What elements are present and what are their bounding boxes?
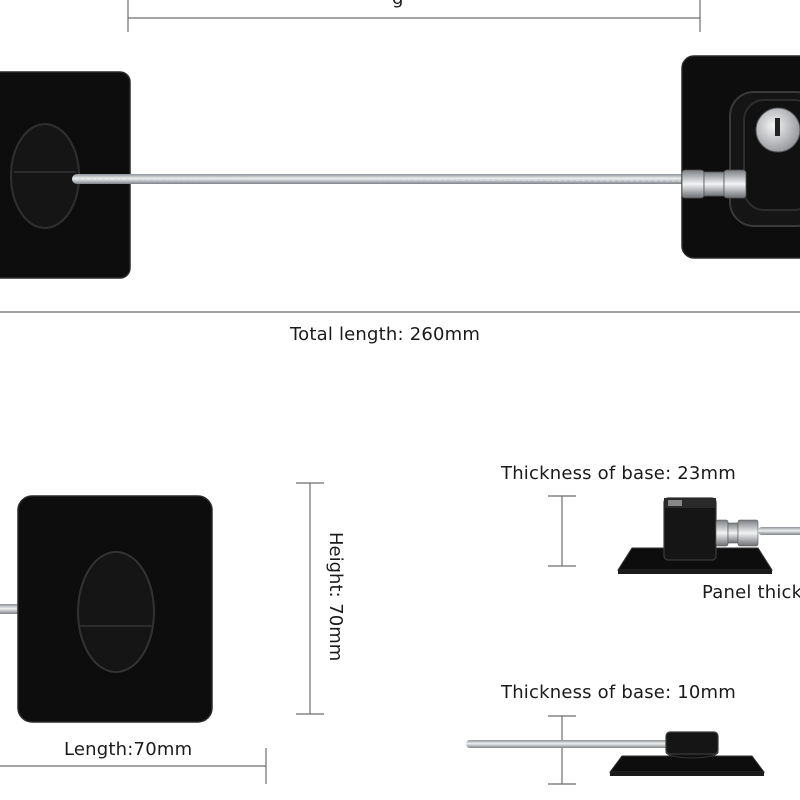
side-view-plate — [466, 731, 765, 776]
left-mount-plate — [0, 71, 131, 279]
panel-thickness-label: Panel thick — [702, 582, 800, 603]
base-thickness-bottom-label: Thickness of base: 10mm — [501, 682, 737, 703]
side-view-lock — [617, 497, 800, 574]
top-dimension-line — [127, 0, 701, 32]
base-thickness-top-label: Thickness of base: 23mm — [501, 463, 737, 484]
total-length-label: Total length: 260mm — [290, 324, 481, 345]
cable-ferrule — [681, 169, 747, 199]
base-thickness-23-dimension — [548, 495, 576, 567]
right-lock-plate — [681, 55, 800, 259]
height-label: Height: 70mm — [325, 532, 346, 662]
height-dimension-line — [296, 482, 324, 715]
front-mount-plate — [17, 495, 213, 723]
base-thickness-10-dimension — [548, 715, 576, 785]
steel-cable — [71, 174, 689, 184]
length-label: Length:70mm — [64, 739, 193, 760]
length-dimension-line — [0, 748, 267, 784]
top-dimension-label: g — [392, 0, 404, 9]
